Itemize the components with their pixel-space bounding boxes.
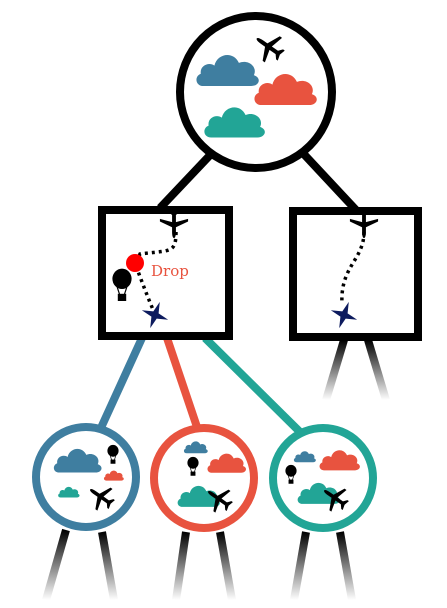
- belief-node-blue: [32, 423, 140, 531]
- flight-path: [340, 231, 366, 305]
- edge-stub: [290, 531, 310, 601]
- belief-node-teal: [269, 424, 377, 532]
- edge-stub: [172, 531, 190, 601]
- edge-stub: [322, 338, 348, 402]
- edge-stub: [336, 531, 356, 601]
- action-box-fly: [289, 207, 422, 341]
- edge-blue: [96, 336, 146, 432]
- belief-node-red: [150, 424, 258, 532]
- drop-point-icon: [126, 254, 144, 272]
- action-box-drop: Drop: [98, 206, 233, 340]
- edge-stub: [216, 531, 236, 601]
- drop-label: Drop: [151, 262, 189, 280]
- edge-root-left: [157, 149, 216, 211]
- edge-stub: [98, 531, 118, 601]
- root-belief-node: [176, 12, 336, 172]
- flight-path: [134, 231, 178, 263]
- tree-edges: [42, 147, 390, 602]
- edge-red: [163, 336, 202, 432]
- edge-root-right: [297, 147, 359, 213]
- edge-teal: [202, 335, 303, 435]
- edge-stub: [364, 338, 390, 402]
- edge-stub: [42, 528, 70, 602]
